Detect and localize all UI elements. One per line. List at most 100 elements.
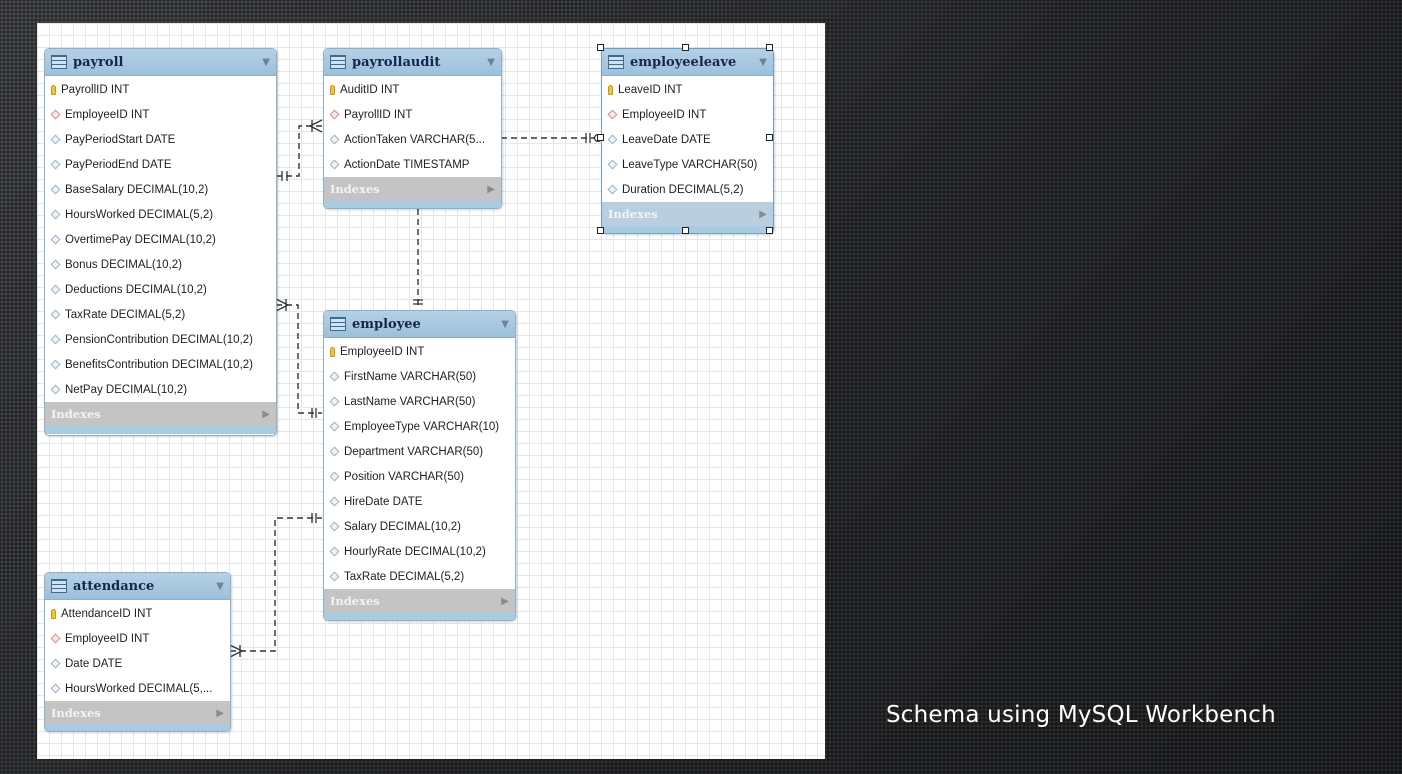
column-icon <box>329 371 340 382</box>
column-row[interactable]: AuditID INT <box>324 77 501 102</box>
column-row[interactable]: HireDate DATE <box>324 489 515 514</box>
indexes-section[interactable]: Indexes▶ <box>45 402 276 426</box>
column-row[interactable]: Salary DECIMAL(10,2) <box>324 514 515 539</box>
rel-payroll-payrollaudit <box>276 125 322 177</box>
column-row[interactable]: ActionTaken VARCHAR(5... <box>324 127 501 152</box>
column-icon <box>50 683 61 694</box>
column-row[interactable]: NetPay DECIMAL(10,2) <box>45 377 276 402</box>
column-row[interactable]: TaxRate DECIMAL(5,2) <box>324 564 515 589</box>
column-row[interactable]: Bonus DECIMAL(10,2) <box>45 252 276 277</box>
resize-handle[interactable] <box>766 134 773 141</box>
column-icon <box>329 496 340 507</box>
diagram-canvas[interactable]: payroll ▼ PayrollID INT EmployeeID INT P… <box>37 23 825 759</box>
collapse-caret-icon[interactable]: ▼ <box>487 56 495 68</box>
indexes-section[interactable]: Indexes▶ <box>602 202 773 226</box>
column-row[interactable]: BenefitsContribution DECIMAL(10,2) <box>45 352 276 377</box>
indexes-section[interactable]: Indexes▶ <box>324 589 515 613</box>
collapse-caret-icon[interactable]: ▼ <box>759 56 767 68</box>
column-row[interactable]: HoursWorked DECIMAL(5,... <box>45 676 230 701</box>
column-row[interactable]: OvertimePay DECIMAL(10,2) <box>45 227 276 252</box>
resize-handle[interactable] <box>682 44 689 51</box>
column-row[interactable]: EmployeeID INT <box>45 102 276 127</box>
table-header[interactable]: employee ▼ <box>324 311 515 338</box>
column-icon <box>329 421 340 432</box>
table-payrollaudit[interactable]: payrollaudit ▼ AuditID INT PayrollID INT… <box>323 48 502 209</box>
column-icon <box>329 571 340 582</box>
table-icon <box>330 55 346 69</box>
expand-arrow-icon: ▶ <box>262 408 270 420</box>
column-row[interactable]: PayrollID INT <box>324 102 501 127</box>
column-row[interactable]: BaseSalary DECIMAL(10,2) <box>45 177 276 202</box>
column-icon <box>329 134 340 145</box>
column-icon <box>329 446 340 457</box>
column-row[interactable]: EmployeeID INT <box>324 339 515 364</box>
collapse-caret-icon[interactable]: ▼ <box>501 318 509 330</box>
resize-handle[interactable] <box>766 44 773 51</box>
primary-key-icon <box>608 84 613 95</box>
column-row[interactable]: EmployeeID INT <box>45 626 230 651</box>
foreign-key-icon <box>50 633 61 644</box>
column-row[interactable]: Deductions DECIMAL(10,2) <box>45 277 276 302</box>
resize-handle[interactable] <box>766 227 773 234</box>
relationship-lines <box>229 119 603 658</box>
column-row[interactable]: LeaveType VARCHAR(50) <box>602 152 773 177</box>
column-row[interactable]: PayPeriodEnd DATE <box>45 152 276 177</box>
column-row[interactable]: Date DATE <box>45 651 230 676</box>
table-title: payrollaudit <box>352 54 441 70</box>
column-row[interactable]: HoursWorked DECIMAL(5,2) <box>45 202 276 227</box>
column-icon <box>607 134 618 145</box>
table-employeeleave[interactable]: employeeleave ▼ LeaveID INT EmployeeID I… <box>601 48 774 234</box>
table-header[interactable]: payroll ▼ <box>45 49 276 76</box>
column-row[interactable]: LeaveDate DATE <box>602 127 773 152</box>
column-icon <box>50 134 61 145</box>
collapse-caret-icon[interactable]: ▼ <box>216 580 224 592</box>
column-icon <box>50 159 61 170</box>
resize-handle[interactable] <box>597 44 604 51</box>
column-row[interactable]: PensionContribution DECIMAL(10,2) <box>45 327 276 352</box>
table-title: employee <box>352 316 421 332</box>
column-list: PayrollID INT EmployeeID INT PayPeriodSt… <box>45 76 276 402</box>
slide-caption: Schema using MySQL Workbench <box>886 702 1276 728</box>
column-row[interactable]: PayPeriodStart DATE <box>45 127 276 152</box>
column-row[interactable]: Department VARCHAR(50) <box>324 439 515 464</box>
column-row[interactable]: FirstName VARCHAR(50) <box>324 364 515 389</box>
column-icon <box>50 284 61 295</box>
table-header[interactable]: attendance ▼ <box>45 573 230 600</box>
column-row[interactable]: AttendanceID INT <box>45 601 230 626</box>
column-row[interactable]: LastName VARCHAR(50) <box>324 389 515 414</box>
column-row[interactable]: ActionDate TIMESTAMP <box>324 152 501 177</box>
primary-key-icon <box>330 346 335 357</box>
resize-handle[interactable] <box>597 134 604 141</box>
collapse-caret-icon[interactable]: ▼ <box>262 56 270 68</box>
table-employee[interactable]: employee ▼ EmployeeID INT FirstName VARC… <box>323 310 516 621</box>
resize-handle[interactable] <box>597 227 604 234</box>
table-header[interactable]: employeeleave ▼ <box>602 49 773 76</box>
table-payroll[interactable]: payroll ▼ PayrollID INT EmployeeID INT P… <box>44 48 277 436</box>
column-row[interactable]: PayrollID INT <box>45 77 276 102</box>
column-row[interactable]: HourlyRate DECIMAL(10,2) <box>324 539 515 564</box>
column-row[interactable]: EmployeeID INT <box>602 102 773 127</box>
resize-handle[interactable] <box>682 227 689 234</box>
column-list: AuditID INT PayrollID INT ActionTaken VA… <box>324 76 501 177</box>
indexes-section[interactable]: Indexes▶ <box>324 177 501 201</box>
column-row[interactable]: TaxRate DECIMAL(5,2) <box>45 302 276 327</box>
table-bottom-bar <box>324 201 501 208</box>
indexes-section[interactable]: Indexes▶ <box>45 701 230 725</box>
column-row[interactable]: LeaveID INT <box>602 77 773 102</box>
column-icon <box>50 309 61 320</box>
column-icon <box>50 184 61 195</box>
column-row[interactable]: Duration DECIMAL(5,2) <box>602 177 773 202</box>
column-row[interactable]: Position VARCHAR(50) <box>324 464 515 489</box>
table-attendance[interactable]: attendance ▼ AttendanceID INT EmployeeID… <box>44 572 231 732</box>
column-icon <box>607 184 618 195</box>
expand-arrow-icon: ▶ <box>487 183 495 195</box>
column-row[interactable]: EmployeeType VARCHAR(10) <box>324 414 515 439</box>
column-icon <box>329 546 340 557</box>
primary-key-icon <box>330 84 335 95</box>
column-icon <box>329 159 340 170</box>
column-icon <box>50 334 61 345</box>
column-list: AttendanceID INT EmployeeID INT Date DAT… <box>45 600 230 701</box>
table-title: employeeleave <box>630 54 737 70</box>
table-header[interactable]: payrollaudit ▼ <box>324 49 501 76</box>
foreign-key-icon <box>329 109 340 120</box>
